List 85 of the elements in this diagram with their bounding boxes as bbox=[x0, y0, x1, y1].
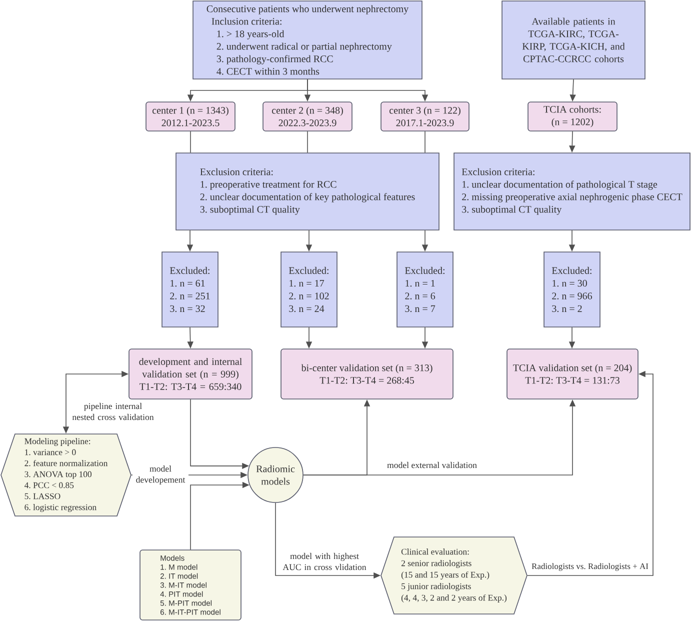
date-range: 2012.1-2023.5 bbox=[162, 120, 220, 126]
dataset-label: bi-center validation set (n = 313) bbox=[301, 364, 432, 374]
center-label: center 2 (n = 348) bbox=[272, 106, 343, 116]
count-item: 1. n = 17 bbox=[290, 280, 324, 287]
circle-label: Radiomic models bbox=[256, 465, 295, 485]
reader-group: 5 junior radiologists bbox=[402, 583, 471, 591]
criteria-item: 4. CECT within 3 months bbox=[216, 68, 320, 75]
count-item: 1. n = 1 bbox=[406, 280, 435, 287]
criteria-item: 3. pathology-confirmed RCC bbox=[216, 55, 333, 64]
excluded-box bbox=[544, 252, 600, 328]
pipeline-step: 2. feature normalization bbox=[24, 460, 108, 466]
criteria-item: 1. preoperative treatment for RCC bbox=[200, 180, 336, 190]
dataset-box bbox=[280, 348, 454, 400]
dataset-box bbox=[128, 348, 252, 400]
dataset-label: TCIA validation set (n = 204) bbox=[513, 364, 632, 374]
cohort-box bbox=[380, 102, 470, 132]
cohort-title: Consecutive patients who underwent nephrectomy bbox=[206, 5, 409, 14]
count-item: 3. n = 24 bbox=[289, 305, 324, 312]
evaluation-hexagon bbox=[380, 536, 528, 614]
edge-label: Radiologists vs. Radiologists + AI bbox=[530, 562, 650, 572]
pipeline-hexagon bbox=[0, 434, 132, 516]
connector-line bbox=[307, 131, 308, 153]
process-box bbox=[502, 0, 646, 80]
count-item: 1. n = 30 bbox=[552, 280, 587, 287]
excluded-box bbox=[162, 252, 218, 328]
connector-line bbox=[190, 131, 191, 153]
criteria-item: 3. suboptimal CT quality bbox=[200, 206, 300, 215]
criteria-item: 2. unclear documentation of key pathological features bbox=[200, 193, 415, 202]
connector-line bbox=[424, 131, 426, 153]
criteria-item: 3. suboptimal CT quality bbox=[462, 206, 562, 215]
pipeline-step: 3. ANOVA top 100 bbox=[24, 471, 92, 479]
count-item: 2. n = 966 bbox=[552, 292, 592, 300]
experience-note: (15 and 15 years of Exp.) bbox=[401, 571, 490, 580]
criteria-heading: Exclusion criteria: bbox=[200, 168, 273, 176]
excluded-box bbox=[396, 252, 454, 328]
cohort-box bbox=[262, 102, 352, 132]
stage-ratio: T1-T2: T3-T4 = 268:45 bbox=[320, 377, 414, 384]
excluded-heading: Excluded: bbox=[170, 266, 210, 274]
pipeline-step: 5. LASSO bbox=[24, 493, 60, 500]
pipeline-step: 4. PCC < 0.85 bbox=[24, 482, 74, 488]
date-range: 2022.3-2023.9 bbox=[278, 120, 336, 126]
center-label: center 3 (n = 122) bbox=[390, 106, 460, 116]
count-item: 2. n = 251 bbox=[170, 292, 210, 300]
pipeline-step: 6. logistic regression bbox=[24, 504, 96, 512]
evaluation-heading: Clinical evaluation: bbox=[401, 548, 469, 555]
edge-label: model developement bbox=[132, 464, 188, 486]
count-label: (n = 1202) bbox=[552, 118, 594, 128]
excluded-heading: Excluded: bbox=[405, 266, 444, 274]
exclusion-box bbox=[176, 152, 440, 230]
count-item: 3. n = 7 bbox=[405, 305, 436, 312]
cohort-description: Available patients in TCGA-KIRC, TCGA-KIRP, TCGA-KICH, and CPTAC-CCRCC cohorts bbox=[522, 18, 625, 62]
model-circle bbox=[248, 447, 304, 503]
count-item: 2. n = 102 bbox=[289, 292, 329, 300]
edge-label: model external validation bbox=[386, 460, 478, 470]
exclusion-box bbox=[454, 152, 690, 230]
model-list-box bbox=[140, 550, 242, 620]
criteria-item: 2. underwent radical or partial nephrectomy bbox=[216, 42, 392, 52]
date-range: 2017.1-2023.9 bbox=[396, 120, 454, 126]
center-label: center 1 (n = 1343) bbox=[152, 106, 228, 116]
pipeline-heading: Modeling pipeline: bbox=[24, 438, 90, 446]
edge-label: pipeline internal nested cross validation bbox=[70, 402, 156, 422]
count-item: 3. n = 2 bbox=[552, 305, 582, 312]
stage-ratio: T1-T2: T3-T4 = 659:340 bbox=[140, 383, 242, 390]
criteria-item: 2. missing preoperative axial nephrogenic phase CECT bbox=[462, 193, 682, 202]
edge-label: model with highest AUC in cross vlidation bbox=[280, 552, 368, 572]
pipeline-step: 1. variance > 0 bbox=[25, 449, 76, 456]
stage-ratio: T1-T2: T3-T4 = 131:73 bbox=[525, 377, 620, 384]
experience-note: (4, 4, 3, 2 and 2 years of Exp.) bbox=[401, 594, 507, 602]
criteria-item: 1. > 18 years-old bbox=[217, 30, 284, 40]
dataset-label: development and internal validation set (n = 999) bbox=[139, 358, 242, 380]
excluded-heading: Excluded: bbox=[552, 266, 592, 274]
count-item: 3. n = 32 bbox=[170, 305, 205, 312]
process-box bbox=[192, 0, 422, 80]
cohort-box bbox=[146, 102, 236, 132]
criteria-item: 1. unclear documentation of pathological T stage bbox=[462, 180, 658, 190]
dataset-box bbox=[506, 348, 638, 400]
cohort-box bbox=[528, 102, 618, 132]
excluded-heading: Excluded: bbox=[288, 266, 328, 274]
cohort-label: TCIA cohorts: bbox=[544, 106, 601, 113]
count-item: 2. n = 6 bbox=[405, 292, 436, 300]
criteria-heading: Inclusion criteria: bbox=[212, 18, 282, 25]
reader-group: 2 senior radiologists bbox=[401, 560, 472, 568]
criteria-heading: Exclusion criteria: bbox=[462, 168, 534, 176]
excluded-box bbox=[280, 252, 338, 328]
count-item: 1. n = 61 bbox=[170, 280, 205, 287]
